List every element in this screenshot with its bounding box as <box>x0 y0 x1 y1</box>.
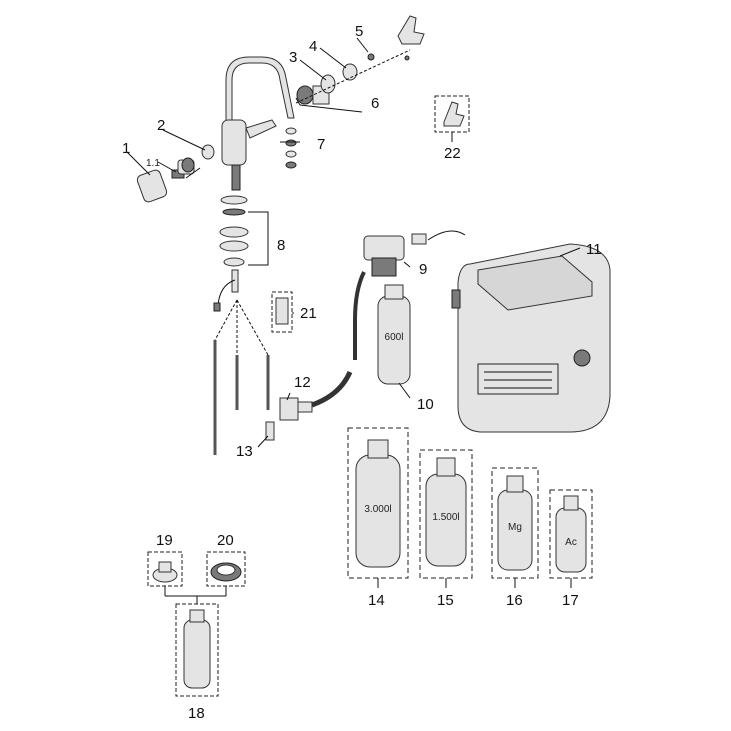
filter-head-9 <box>353 230 466 360</box>
ring-8c <box>219 226 249 238</box>
callout-2: 2 <box>157 117 165 134</box>
chiller-unit-11 <box>451 243 611 433</box>
callout-18: 18 <box>188 705 205 722</box>
sensor-plug <box>213 302 221 312</box>
filter-16-label: Mg <box>508 522 522 533</box>
part-3 <box>320 74 336 94</box>
faucet-assembly <box>213 56 295 455</box>
filter-14-label: 3.000l <box>364 504 391 515</box>
filter-17: Ac <box>549 489 593 579</box>
part-22 <box>434 95 470 133</box>
lever-5 <box>397 15 425 45</box>
filter-10-label: 600l <box>385 332 404 343</box>
valve-13 <box>265 421 275 441</box>
callout-16: 16 <box>506 592 523 609</box>
faucet-spout <box>225 56 295 151</box>
part-5-pin <box>404 55 410 61</box>
callout-4: 4 <box>309 38 317 55</box>
filter-17-label: Ac <box>565 537 577 548</box>
callout-10: 10 <box>417 396 434 413</box>
part-21-clip <box>271 291 293 333</box>
callout-15: 15 <box>437 592 454 609</box>
part-4 <box>342 63 358 81</box>
part-6-nut <box>296 85 314 105</box>
handle-1 <box>136 169 168 203</box>
callout-13: 13 <box>236 443 253 460</box>
filter-16: Mg <box>491 467 539 579</box>
filter-10: 600l <box>377 284 411 385</box>
filter-18 <box>164 586 227 697</box>
faucet-lever <box>245 119 277 139</box>
part-19 <box>147 551 183 587</box>
callout-1: 1 <box>122 140 130 157</box>
callout-17: 17 <box>562 592 579 609</box>
spout-parts-3-4-5 <box>295 15 425 105</box>
part-2-nut <box>201 144 215 160</box>
filter-15: 1.500l <box>419 449 473 579</box>
callout-11: 11 <box>586 241 602 258</box>
valve-12-13 <box>265 370 353 441</box>
ring-8b <box>222 208 246 216</box>
part-7-orings <box>285 127 297 169</box>
ring-8d <box>219 240 249 252</box>
filter-14: 3.000l <box>347 427 409 579</box>
leader-lines <box>126 37 581 588</box>
callout-19: 19 <box>156 532 173 549</box>
pull-hose <box>231 164 241 191</box>
callout-14: 14 <box>368 592 385 609</box>
callout-12: 12 <box>294 374 311 391</box>
valve-12 <box>297 401 313 413</box>
callout-6: 6 <box>371 95 379 112</box>
callout-20: 20 <box>217 532 234 549</box>
filter-15-label: 1.500l <box>432 512 459 523</box>
ring-8a <box>220 195 248 205</box>
callout-9: 9 <box>419 261 427 278</box>
faucet-body <box>221 119 247 166</box>
callout-1-1: 1.1 <box>146 158 160 169</box>
part-5-washer <box>367 53 375 61</box>
callout-3: 3 <box>289 49 297 66</box>
fitting-9 <box>411 233 427 245</box>
callout-21: 21 <box>300 305 317 322</box>
callout-7: 7 <box>317 136 325 153</box>
callouts: 1 1.1 2 3 4 5 6 7 8 9 10 11 12 13 14 15 … <box>122 23 602 722</box>
callout-5: 5 <box>355 23 363 40</box>
sensor-cable <box>217 279 236 306</box>
part-20 <box>206 551 246 587</box>
connection-hose <box>311 370 353 408</box>
filter-hose <box>353 271 366 360</box>
callout-22: 22 <box>444 145 461 162</box>
ring-8e <box>223 257 245 267</box>
tee-valve <box>279 397 299 421</box>
callout-8: 8 <box>277 237 285 254</box>
part-2-cap <box>181 157 195 173</box>
